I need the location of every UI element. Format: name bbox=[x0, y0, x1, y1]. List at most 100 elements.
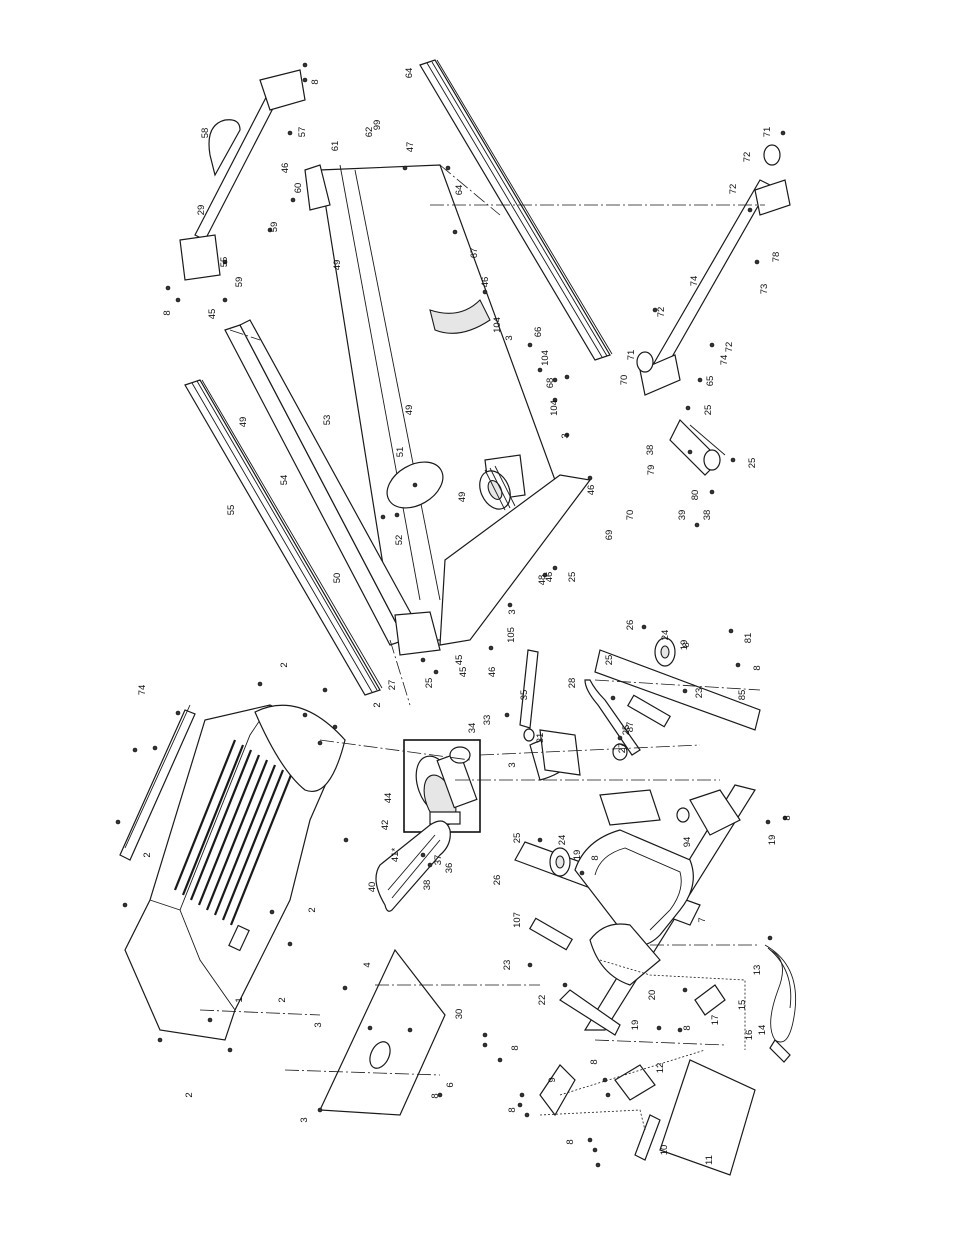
callout-33: 33 bbox=[482, 715, 493, 726]
callout-66: 66 bbox=[533, 327, 544, 338]
callout-41-star: 41* bbox=[390, 848, 401, 863]
handrail-upright bbox=[179, 69, 306, 281]
callout-48: 48 bbox=[537, 575, 548, 586]
callout-87: 87 bbox=[625, 722, 636, 733]
callout-15: 15 bbox=[737, 1000, 748, 1011]
callout-9: 9 bbox=[547, 1077, 558, 1082]
callout-70: 70 bbox=[625, 510, 636, 521]
callout-104: 104 bbox=[492, 317, 503, 333]
callout-8: 8 bbox=[589, 1059, 600, 1064]
callout-20: 20 bbox=[647, 990, 658, 1001]
callout-8: 8 bbox=[162, 310, 173, 315]
callout-24: 24 bbox=[660, 630, 671, 641]
callout-61: 61 bbox=[330, 141, 341, 152]
callout-23: 23 bbox=[502, 960, 513, 971]
callout-25: 25 bbox=[424, 678, 435, 689]
callout-30: 30 bbox=[454, 1009, 465, 1020]
callout-72: 72 bbox=[728, 184, 739, 195]
callout-64: 64 bbox=[454, 185, 465, 196]
callout-2: 2 bbox=[142, 852, 153, 857]
callout-2: 2 bbox=[277, 997, 288, 1002]
callout-53: 53 bbox=[322, 415, 333, 426]
callout-3: 3 bbox=[504, 335, 515, 340]
callout-73: 73 bbox=[759, 284, 770, 295]
callout-38: 38 bbox=[702, 510, 713, 521]
hood-vent-slots bbox=[173, 739, 293, 926]
callout-25: 25 bbox=[703, 405, 714, 416]
incline-components bbox=[519, 649, 641, 781]
callout-23: 23 bbox=[694, 688, 705, 699]
callout-38: 38 bbox=[422, 880, 433, 891]
callout-64: 64 bbox=[404, 68, 415, 79]
callout-27: 27 bbox=[617, 743, 628, 754]
callout-4: 4 bbox=[362, 962, 373, 967]
callout-37: 37 bbox=[433, 855, 444, 866]
callout-78: 78 bbox=[771, 252, 782, 263]
callout-81: 81 bbox=[743, 633, 754, 644]
side-rail-right bbox=[419, 59, 613, 361]
callout-10: 10 bbox=[659, 1145, 670, 1156]
callout-45: 45 bbox=[458, 667, 469, 678]
callout-35: 35 bbox=[519, 690, 530, 701]
incline-bracket bbox=[669, 418, 726, 476]
callout-62: 62 bbox=[364, 127, 375, 138]
callout-8: 8 bbox=[507, 1107, 518, 1112]
callout-8: 8 bbox=[510, 1045, 521, 1050]
callout-70: 70 bbox=[619, 375, 630, 386]
drive-motor-inset bbox=[403, 739, 481, 833]
callout-19: 19 bbox=[679, 640, 690, 651]
rear-stabilizer bbox=[636, 144, 791, 396]
callout-79: 79 bbox=[646, 465, 657, 476]
callout-25: 25 bbox=[621, 725, 632, 736]
callout-65: 65 bbox=[705, 376, 716, 387]
callout-49: 49 bbox=[332, 260, 343, 271]
callout-2: 2 bbox=[372, 702, 383, 707]
callout-49: 49 bbox=[457, 492, 468, 503]
callout-3: 3 bbox=[299, 1117, 310, 1122]
callout-2: 2 bbox=[184, 1092, 195, 1097]
callout-8: 8 bbox=[682, 1025, 693, 1030]
callout-8: 8 bbox=[430, 1093, 441, 1098]
callout-72: 72 bbox=[742, 152, 753, 163]
callout-85: 85 bbox=[737, 690, 748, 701]
callout-60: 60 bbox=[293, 183, 304, 194]
callout-7: 7 bbox=[697, 917, 708, 922]
callout-46: 46 bbox=[487, 667, 498, 678]
callout-16: 16 bbox=[744, 1030, 755, 1041]
callout-51: 51 bbox=[395, 447, 406, 458]
assembly-centerlines bbox=[199, 164, 765, 1076]
callout-71: 71 bbox=[626, 350, 637, 361]
callout-104: 104 bbox=[549, 400, 560, 416]
callout-68: 68 bbox=[545, 378, 556, 389]
callout-47: 47 bbox=[405, 142, 416, 153]
callout-49: 49 bbox=[238, 417, 249, 428]
callout-3: 3 bbox=[313, 1022, 324, 1027]
electronics bbox=[539, 984, 756, 1176]
callout-29: 29 bbox=[196, 205, 207, 216]
callout-45: 45 bbox=[207, 309, 218, 320]
callout-3: 3 bbox=[507, 762, 518, 767]
callout-59: 59 bbox=[234, 277, 245, 288]
callout-8: 8 bbox=[590, 855, 601, 860]
callout-6: 6 bbox=[445, 1082, 456, 1087]
callout-19: 19 bbox=[572, 850, 583, 861]
callout-55: 55 bbox=[226, 505, 237, 516]
drive-belt bbox=[375, 820, 451, 912]
callout-8: 8 bbox=[681, 642, 692, 647]
callout-40: 40 bbox=[367, 882, 378, 893]
callout-24: 24 bbox=[557, 835, 568, 846]
callout-54: 54 bbox=[279, 475, 290, 486]
callout-13: 13 bbox=[752, 965, 763, 976]
callout-46: 46 bbox=[280, 163, 291, 174]
power-cord bbox=[764, 944, 797, 1063]
callout-3: 3 bbox=[560, 433, 571, 438]
callout-34: 34 bbox=[467, 723, 478, 734]
walking-deck bbox=[224, 164, 592, 656]
fasteners bbox=[115, 62, 788, 1168]
motor-mount-plate bbox=[319, 948, 446, 1116]
callout-74: 74 bbox=[719, 355, 730, 366]
callout-105: 105 bbox=[506, 627, 517, 643]
callout-46: 46 bbox=[586, 485, 597, 496]
callout-2: 2 bbox=[307, 907, 318, 912]
drive-pulley-disc bbox=[386, 461, 444, 509]
